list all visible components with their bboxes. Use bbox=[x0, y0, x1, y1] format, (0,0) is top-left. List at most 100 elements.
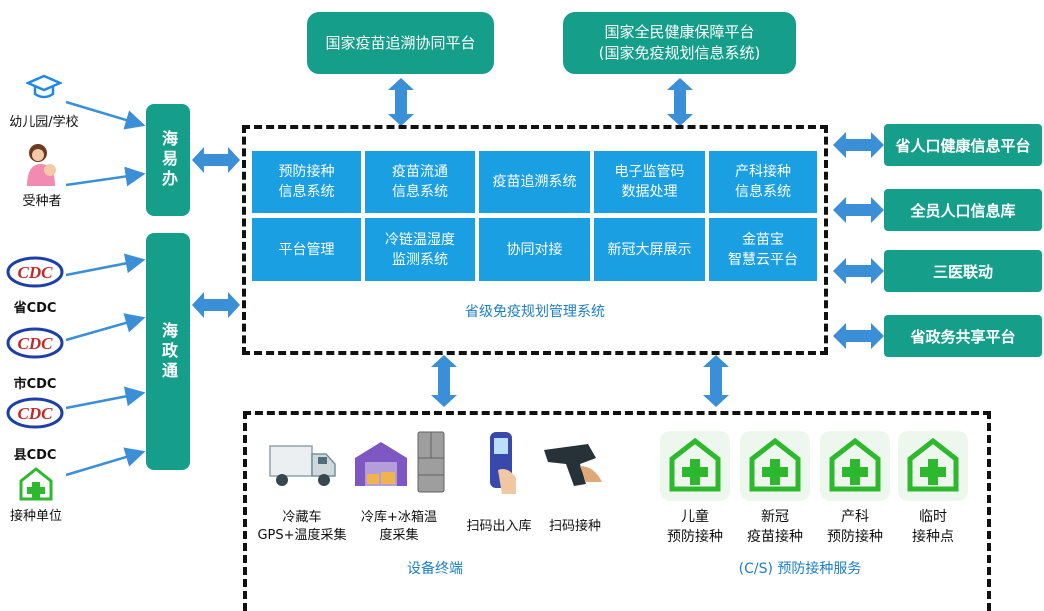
scan-vacc-label: 扫码接种 bbox=[548, 519, 601, 534]
scan-inout-label: 扫码出入库 bbox=[466, 519, 532, 534]
cdc-logo-icon: CDC bbox=[6, 393, 64, 433]
service-obstetric-line1: 产科 bbox=[841, 509, 869, 525]
service-obstetric-line2: 预防接种 bbox=[827, 529, 883, 545]
module-line1: 疫苗流通 bbox=[392, 164, 448, 180]
fridge-label-line1: 冷库+冰箱温 bbox=[361, 510, 437, 525]
arrow-citycdc-to-haizhengtong bbox=[65, 313, 146, 342]
refrigerator-icon bbox=[416, 430, 446, 494]
fridge-label-line2: 度采集 bbox=[379, 528, 419, 543]
right-platform-label: 全员人口信息库 bbox=[910, 201, 1016, 220]
top-platform-vaccine-trace-label: 国家疫苗追溯协同平台 bbox=[325, 33, 476, 52]
right-platform-label: 省人口健康信息平台 bbox=[895, 136, 1031, 155]
service-covid-label: 新冠疫苗接种 bbox=[735, 507, 815, 547]
arrow-countycdc-to-haizhengtong bbox=[65, 386, 146, 410]
module-cell: 电子监管码数据处理 bbox=[594, 151, 705, 213]
connector-layer bbox=[65, 78, 884, 477]
right-platform-label: 三医联动 bbox=[932, 262, 993, 281]
service-temporary-icon bbox=[898, 431, 968, 501]
svg-text:CDC: CDC bbox=[18, 334, 54, 353]
service-child-icon bbox=[660, 431, 730, 501]
service-temporary-line2: 接种点 bbox=[912, 529, 954, 545]
module-cell: 预防接种信息系统 bbox=[252, 151, 361, 213]
vaccination-house-icon bbox=[18, 466, 54, 502]
module-line2: 信息系统 bbox=[278, 184, 335, 200]
service-temporary-line1: 临时 bbox=[919, 509, 947, 525]
haizhengtong-label: 海政通 bbox=[159, 321, 178, 382]
module-cell: 产科接种信息系统 bbox=[709, 151, 817, 213]
module-line2: 监测系统 bbox=[392, 251, 448, 268]
right-platform: 省政务共享平台 bbox=[884, 315, 1042, 357]
module-line1: 协同对接 bbox=[506, 241, 563, 258]
handheld-scanner-icon bbox=[484, 430, 522, 498]
module-line1: 新冠大屏展示 bbox=[607, 241, 692, 258]
module-cell: 金苗宝智慧云平台 bbox=[709, 218, 817, 281]
double-arrow-haizhengtong bbox=[192, 292, 240, 318]
arrow-school-to-haiyiban bbox=[65, 100, 146, 130]
service-child-label: 儿童预防接种 bbox=[655, 507, 735, 547]
module-line2: 信息系统 bbox=[735, 184, 791, 200]
service-temporary-label: 临时接种点 bbox=[893, 507, 973, 547]
double-arrow-bottom-right bbox=[703, 355, 729, 407]
prov-cdc-label: 省CDC bbox=[13, 301, 57, 316]
module-cell: 冷链温湿度监测系统 bbox=[365, 218, 475, 281]
double-arrow-bottom-left bbox=[431, 355, 457, 407]
module-cell: 新冠大屏展示 bbox=[594, 218, 705, 281]
truck-label-line1: 冷藏车 bbox=[282, 510, 322, 525]
right-platform: 全员人口信息库 bbox=[884, 189, 1042, 231]
service-obstetric-label: 产科预防接种 bbox=[815, 507, 895, 547]
service-covid-icon bbox=[740, 431, 810, 501]
school-label: 幼儿园/学校 bbox=[9, 115, 79, 130]
central-system-box bbox=[242, 125, 828, 355]
module-line1: 电子监管码 bbox=[614, 164, 685, 180]
module-cell: 疫苗流通信息系统 bbox=[365, 151, 475, 213]
haiyiban-label: 海易办 bbox=[159, 130, 178, 190]
service-covid-line2: 疫苗接种 bbox=[747, 529, 803, 545]
cdc-logo-icon: CDC bbox=[6, 323, 64, 363]
module-cell: 协同对接 bbox=[479, 218, 590, 281]
svg-text:CDC: CDC bbox=[18, 263, 54, 282]
haiyiban-bar: 海易办 bbox=[146, 104, 190, 216]
service-child-line2: 预防接种 bbox=[667, 529, 723, 545]
module-line2: 信息系统 bbox=[392, 184, 448, 200]
arrow-unit-to-haizhengtong bbox=[65, 447, 146, 477]
module-cell: 疫苗追溯系统 bbox=[479, 151, 590, 213]
refrigerated-truck-icon bbox=[268, 440, 338, 490]
fridge-label: 冷库+冰箱温 度采集 bbox=[350, 509, 448, 545]
double-arrow-top-left bbox=[388, 78, 414, 126]
truck-label-line2: GPS+温度采集 bbox=[257, 528, 347, 543]
service-covid-line1: 新冠 bbox=[761, 509, 789, 525]
double-arrow-right-1 bbox=[833, 132, 884, 158]
service-child-line1: 儿童 bbox=[681, 509, 709, 525]
module-line1: 金苗宝 bbox=[742, 231, 784, 248]
right-platform: 省人口健康信息平台 bbox=[884, 124, 1042, 166]
module-line1: 预防接种 bbox=[278, 164, 335, 180]
double-arrow-top-right bbox=[667, 78, 693, 126]
arrow-provcdc-to-haizhengtong bbox=[65, 253, 146, 277]
device-terminal-title: 设备终端 bbox=[407, 561, 463, 577]
double-arrow-haiyiban bbox=[192, 147, 240, 173]
double-arrow-right-3 bbox=[833, 258, 884, 284]
svg-text:CDC: CDC bbox=[18, 404, 54, 423]
mother-baby-icon bbox=[22, 142, 64, 188]
top-platform-health-line1: 国家全民健康保障平台 bbox=[604, 23, 755, 41]
barcode-gun-icon bbox=[540, 440, 608, 488]
central-system-title: 省级免疫规划管理系统 bbox=[465, 304, 605, 320]
top-platform-health-line2: (国家免疫规划信息系统) bbox=[598, 44, 761, 62]
module-cell: 平台管理 bbox=[252, 218, 361, 281]
module-line1: 平台管理 bbox=[278, 241, 335, 258]
terminal-service-box bbox=[243, 411, 991, 611]
top-platform-vaccine-trace: 国家疫苗追溯协同平台 bbox=[307, 12, 494, 74]
county-cdc-label: 县CDC bbox=[13, 448, 57, 463]
vacc-unit-label: 接种单位 bbox=[9, 509, 62, 524]
module-line2: 智慧云平台 bbox=[728, 251, 798, 268]
cold-storage-icon bbox=[351, 436, 411, 490]
right-platform: 三医联动 bbox=[884, 250, 1042, 292]
recipient-label: 受种者 bbox=[22, 194, 62, 209]
double-arrow-right-4 bbox=[833, 323, 884, 349]
module-line2: 数据处理 bbox=[621, 184, 678, 200]
module-line1: 产科接种 bbox=[735, 164, 791, 180]
cdc-logo-icon: CDC bbox=[6, 252, 64, 292]
service-obstetric-icon bbox=[820, 431, 890, 501]
top-platform-health: 国家全民健康保障平台 (国家免疫规划信息系统) bbox=[563, 12, 796, 74]
module-line1: 冷链温湿度 bbox=[385, 231, 455, 248]
